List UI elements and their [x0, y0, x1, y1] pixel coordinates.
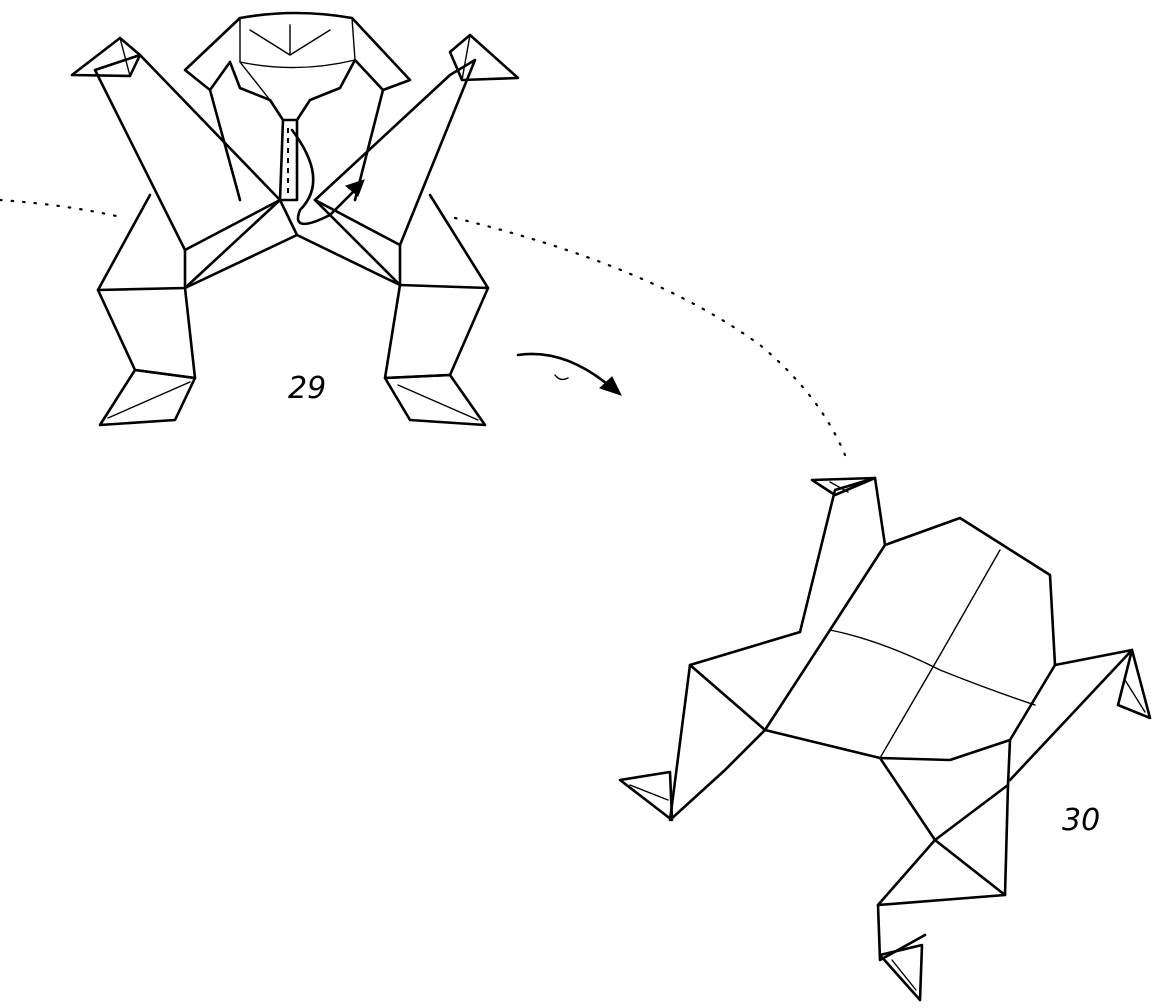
step-30-left-leg — [690, 632, 800, 730]
step-30-number: 30 — [1062, 803, 1100, 838]
step-30-bottom-leg — [880, 740, 1010, 840]
step-29-left-leg — [98, 195, 185, 290]
step-29-head — [185, 13, 410, 120]
step-29-number: 29 — [288, 371, 326, 406]
step-30-shell — [765, 518, 1055, 760]
step-30-right-leg — [1010, 650, 1132, 780]
step-29-right-leg — [400, 195, 488, 288]
transition-dotted-arc-right — [455, 218, 845, 455]
step-30-model — [620, 478, 1150, 1000]
turn-over-arrow — [518, 354, 621, 395]
step-29-left-arm — [95, 55, 280, 250]
step-29-body — [185, 200, 400, 288]
step-29-model — [72, 13, 518, 425]
transition-dotted-arc — [0, 200, 125, 218]
